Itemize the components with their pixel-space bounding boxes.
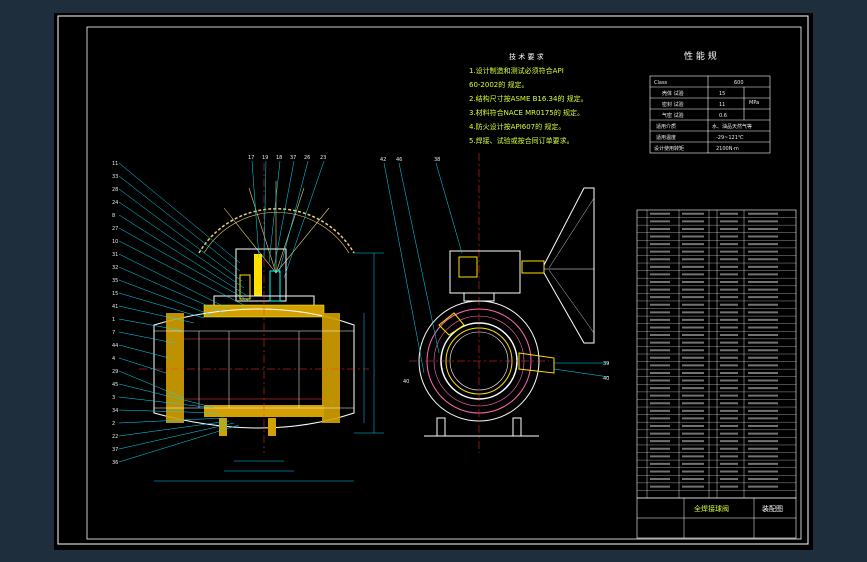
- callout-label: 2: [112, 421, 115, 427]
- callout-label: 27: [112, 226, 118, 232]
- perf-row-label: 适用介质: [656, 123, 676, 130]
- callout-label: 37: [112, 447, 118, 453]
- sheet-border: [57, 15, 809, 545]
- callout-label: 11: [112, 161, 118, 167]
- callout-label: 34: [112, 408, 118, 414]
- callout-label: 33: [112, 174, 118, 180]
- callout-label: 35: [112, 278, 118, 284]
- callout-label: 18: [276, 155, 282, 161]
- title-block: 全焊接球阀 装配图: [636, 497, 797, 539]
- callout-label: 1: [112, 317, 115, 323]
- notes-title: 技 术 要 求: [509, 52, 544, 61]
- callout-label: 15: [112, 291, 118, 297]
- perf-row-value: 0.6: [719, 113, 727, 119]
- note-line: 2.结构尺寸按ASME B16.34的 规定。: [469, 94, 588, 103]
- note-line: 60-2002的 规定。: [469, 80, 528, 89]
- perf-row-label: Class: [654, 80, 668, 86]
- perf-row-label: 适用温度: [656, 134, 676, 141]
- drawing-type: 装配图: [762, 504, 783, 513]
- callout-label: 8: [112, 213, 115, 219]
- note-line: 5.焊接、试验或按合同订单要求。: [469, 136, 574, 145]
- perf-unit: MPa: [749, 100, 759, 106]
- callout-label: 40: [603, 376, 609, 382]
- callout-label: 26: [304, 155, 310, 161]
- callout-label: 42: [380, 157, 386, 163]
- front-section-view: [118, 160, 384, 482]
- callout-label: 37: [290, 155, 296, 161]
- perf-row-value: 11: [719, 102, 725, 108]
- front-callout-numbers: 11 33 28 24 8 27 10 31 32 35 15 41 1 7 4…: [112, 155, 326, 466]
- perf-row-label: 设计使用转矩: [654, 145, 684, 152]
- inner-border: [86, 26, 802, 540]
- callout-label: 39: [603, 361, 609, 367]
- perf-row-value: 15: [719, 91, 725, 97]
- cad-drawing-sheet: 11 33 28 24 8 27 10 31 32 35 15 41 1 7 4…: [54, 13, 813, 550]
- callout-label: 19: [262, 155, 268, 161]
- callout-label: 4: [112, 356, 115, 362]
- performance-table: 性 能 规 Class 600 壳体 试验 15 密封 试验 11 气密 试验 …: [649, 50, 771, 154]
- perf-row-label: 密封 试验: [662, 101, 684, 108]
- technical-notes: 技 术 要 求 1.设计制造和测试必须符合API 60-2002的 规定。 2.…: [469, 52, 588, 145]
- perf-title: 性 能 规: [684, 50, 717, 62]
- note-line: 1.设计制造和测试必须符合API: [469, 66, 564, 75]
- parts-list: [636, 209, 797, 499]
- callout-label: 36: [112, 460, 118, 466]
- callout-label: 29: [112, 369, 118, 375]
- callout-label: 46: [396, 157, 402, 163]
- callout-label: 32: [112, 265, 118, 271]
- callout-label: 3: [112, 395, 115, 401]
- callout-label: 17: [248, 155, 254, 161]
- note-line: 4.防火设计按API607的 规定。: [469, 122, 565, 131]
- perf-row-value: 水、油品天然气等: [712, 123, 752, 130]
- callout-label: 23: [320, 155, 326, 161]
- callout-label: 38: [434, 157, 440, 163]
- side-view: [383, 153, 610, 453]
- perf-row-value: 2100N·m: [716, 146, 739, 152]
- callout-label: 40: [403, 379, 409, 385]
- perf-row-value: -29~121℃: [716, 135, 744, 141]
- callout-label: 24: [112, 200, 118, 206]
- perf-row-label: 壳体 试验: [662, 90, 684, 97]
- callout-label: 44: [112, 343, 118, 349]
- callout-label: 7: [112, 330, 115, 336]
- perf-row-value: 600: [734, 80, 744, 86]
- callout-label: 31: [112, 252, 118, 258]
- callout-label: 45: [112, 382, 118, 388]
- drawing-svg: 11 33 28 24 8 27 10 31 32 35 15 41 1 7 4…: [57, 15, 809, 545]
- side-callout-numbers: 42 46 38 39 40 40: [380, 157, 609, 385]
- callout-label: 41: [112, 304, 118, 310]
- callout-label: 10: [112, 239, 118, 245]
- note-line: 3.材料符合NACE MR0175的 规定。: [469, 108, 584, 117]
- callout-label: 22: [112, 434, 118, 440]
- perf-row-label: 气密 试验: [662, 112, 684, 119]
- callout-label: 28: [112, 187, 118, 193]
- drawing-name: 全焊接球阀: [694, 504, 729, 513]
